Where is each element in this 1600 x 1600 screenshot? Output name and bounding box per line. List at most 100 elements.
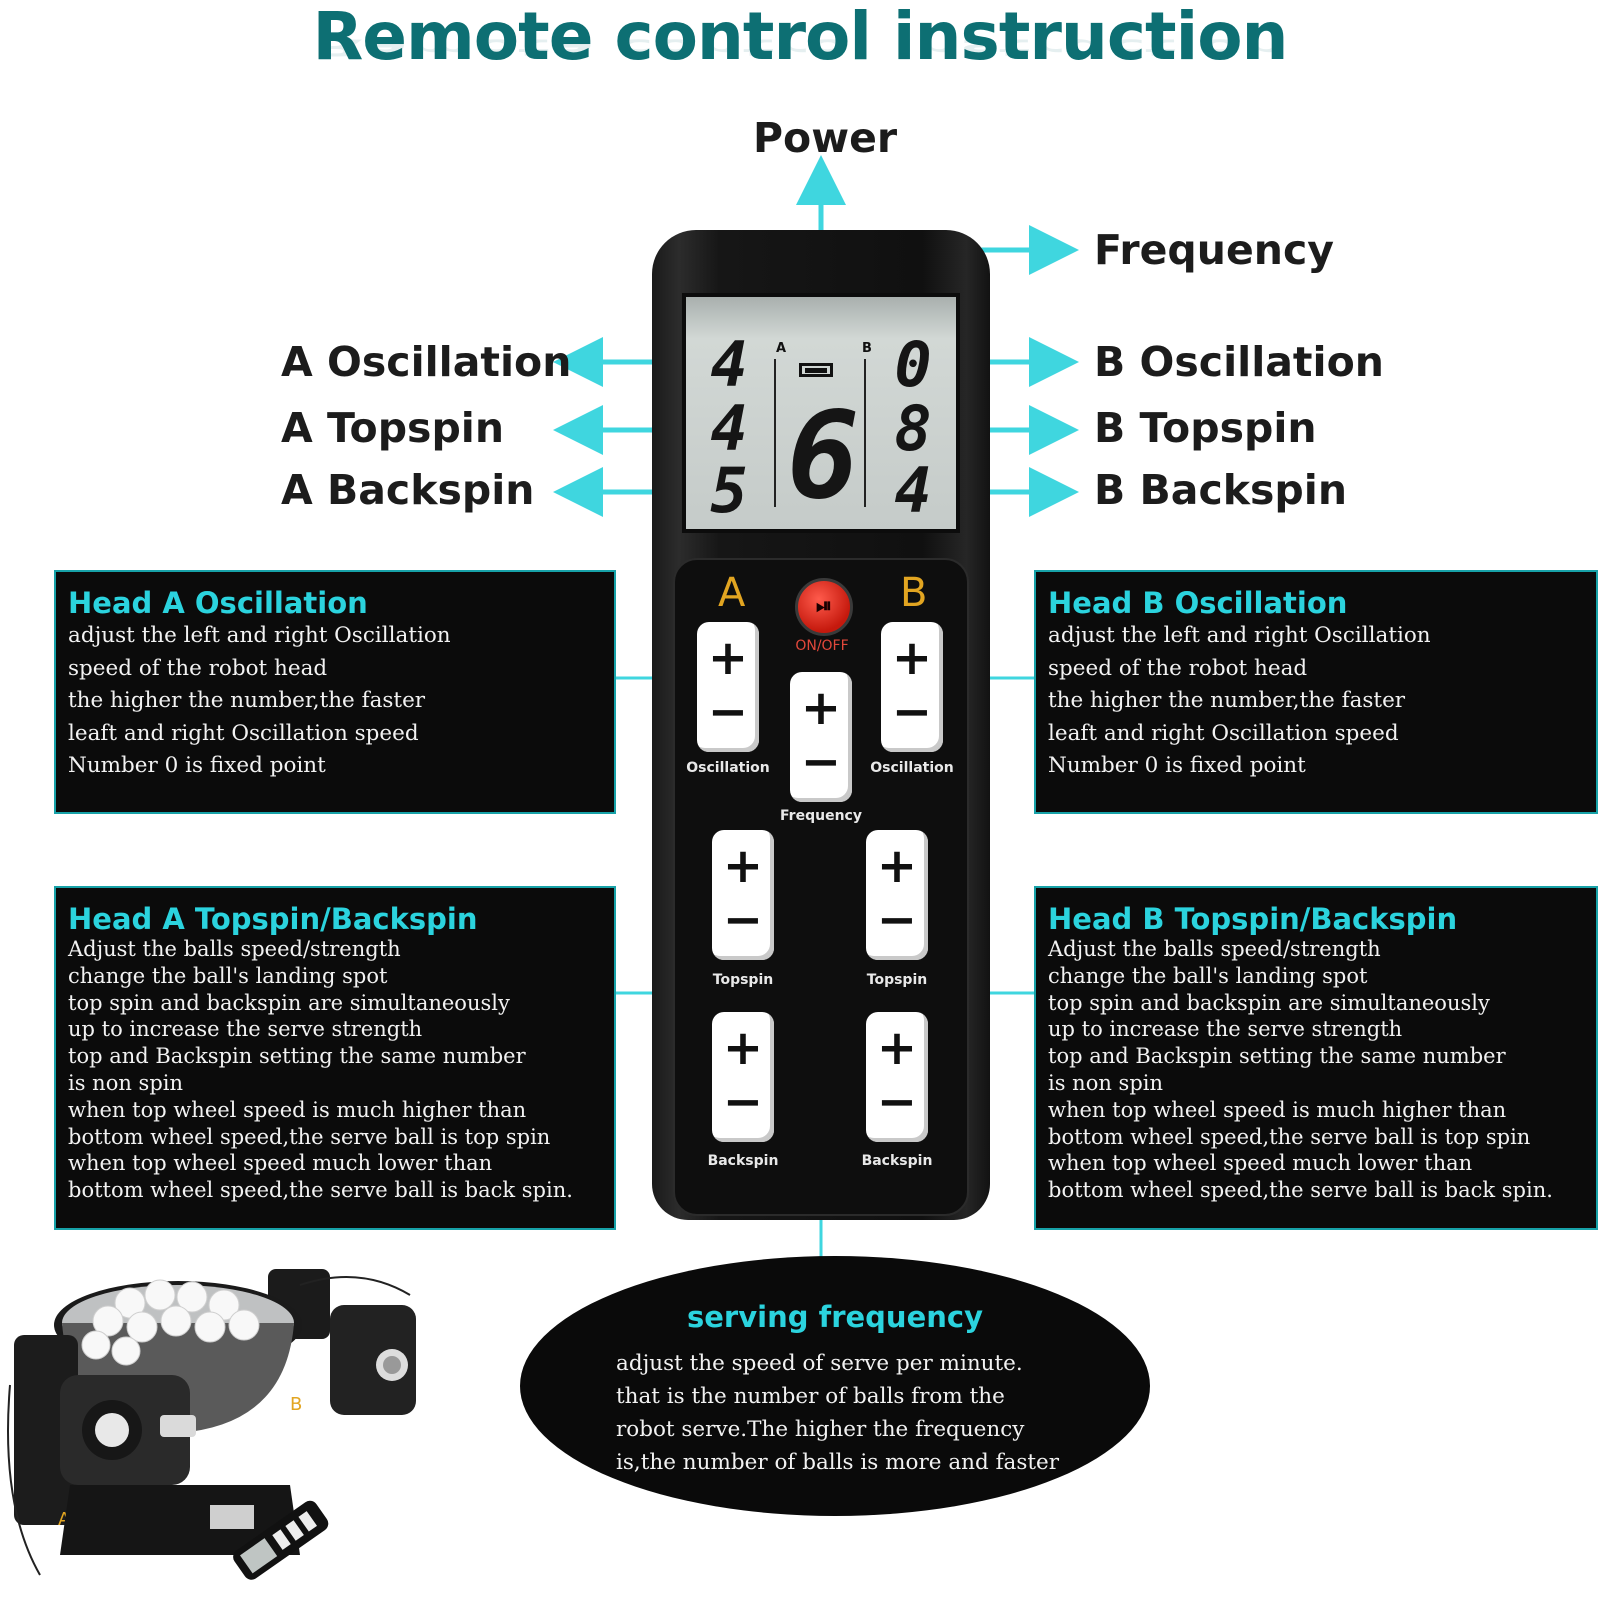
head-b-spin-line: when top wheel speed much lower than: [1048, 1151, 1473, 1176]
head-b-oscillation-line: Number 0 is fixed point: [1048, 753, 1306, 778]
frequency-minus[interactable]: −: [800, 734, 842, 790]
a-oscillation-minus[interactable]: −: [707, 684, 749, 740]
b-oscillation-key-label: Oscillation: [870, 760, 954, 776]
robot-label-b: B: [290, 1394, 302, 1415]
a-topspin-key-label: Topspin: [712, 972, 774, 988]
a-topspin-plus[interactable]: +: [722, 838, 764, 894]
b-backspin-key-label: Backspin: [861, 1153, 933, 1169]
b-topspin-plus[interactable]: +: [876, 838, 918, 894]
head-b-spin-line: top spin and backspin are simultaneously: [1048, 990, 1490, 1015]
a-oscillation-key-label: Oscillation: [686, 760, 770, 776]
serving-frequency-line: that is the number of balls from the: [616, 1384, 1005, 1409]
serving-frequency-line: is,the number of balls is more and faste…: [616, 1450, 1060, 1475]
callout-frequency: Frequency: [1094, 226, 1334, 274]
power-button[interactable]: ⏯: [795, 578, 853, 636]
lcd-divider-left: [774, 359, 776, 507]
a-oscillation-plus[interactable]: +: [707, 630, 749, 686]
lcd-a-topspin-value: 4: [710, 392, 748, 465]
serving-frequency-line: adjust the speed of serve per minute.: [616, 1351, 1023, 1376]
head-a-spin-line: top spin and backspin are simultaneously: [68, 990, 510, 1015]
b-backspin-plus[interactable]: +: [876, 1020, 918, 1076]
robot-illustration: B A: [7, 1269, 416, 1580]
head-b-oscillation-box: Head B Oscillation adjust the left and r…: [1034, 570, 1598, 814]
serving-frequency-line: robot serve.The higher the frequency: [616, 1417, 1025, 1442]
head-b-oscillation-line: adjust the left and right Oscillation: [1048, 623, 1431, 648]
head-a-oscillation-box: Head A Oscillation adjust the left and r…: [54, 570, 616, 814]
callout-power: Power: [753, 114, 898, 162]
a-topspin-minus[interactable]: −: [722, 892, 764, 948]
b-backspin-key[interactable]: + −: [866, 1012, 928, 1142]
lcd-frequency-value: 6: [786, 387, 860, 526]
head-a-spin-line: bottom wheel speed,the serve ball is bac…: [68, 1178, 573, 1203]
frequency-plus[interactable]: +: [800, 680, 842, 736]
lcd-a-backspin-value: 5: [710, 454, 748, 527]
head-b-spin-line: bottom wheel speed,the serve ball is bac…: [1048, 1178, 1553, 1203]
serving-frequency-title: serving frequency: [687, 1300, 983, 1334]
serving-frequency-ellipse: serving frequency adjust the speed of se…: [520, 1256, 1150, 1516]
a-topspin-key[interactable]: + −: [712, 830, 774, 960]
head-a-oscillation-line: Number 0 is fixed point: [68, 753, 326, 778]
b-backspin-minus[interactable]: −: [876, 1074, 918, 1130]
a-backspin-key-label: Backspin: [707, 1153, 779, 1169]
lcd-display: 4 4 5 A 6 B 0 8 4: [682, 293, 960, 533]
b-topspin-minus[interactable]: −: [876, 892, 918, 948]
head-b-oscillation-title: Head B Oscillation: [1048, 586, 1348, 620]
head-a-oscillation-line: leaft and right Oscillation speed: [68, 720, 419, 746]
head-b-spin-box: Head B Topspin/Backspin Adjust the balls…: [1034, 886, 1598, 1230]
head-a-spin-line: up to increase the serve strength: [68, 1017, 423, 1042]
head-a-spin-title: Head A Topspin/Backspin: [68, 902, 478, 936]
head-a-spin-line: when top wheel speed is much higher than: [68, 1097, 527, 1122]
head-a-spin-line: change the ball's landing spot: [68, 963, 388, 988]
head-b-oscillation-line: speed of the robot head: [1048, 655, 1308, 681]
head-b-label: B: [900, 570, 928, 616]
play-pause-icon: ⏯: [816, 593, 832, 617]
frequency-key-label: Frequency: [780, 808, 862, 824]
lcd-a-oscillation-value: 4: [710, 328, 748, 401]
head-a-spin-line: is non spin: [68, 1070, 183, 1095]
head-b-spin-line: change the ball's landing spot: [1048, 963, 1368, 988]
lcd-marker-a: A: [776, 341, 787, 356]
head-b-spin-line: up to increase the serve strength: [1048, 1017, 1403, 1042]
head-b-spin-line: is non spin: [1048, 1070, 1163, 1095]
callout-b-backspin: B Backspin: [1094, 466, 1348, 514]
head-a-label: A: [718, 570, 746, 616]
a-backspin-plus[interactable]: +: [722, 1020, 764, 1076]
head-a-spin-line: bottom wheel speed,the serve ball is top…: [68, 1124, 551, 1149]
lcd-b-backspin-value: 4: [894, 454, 932, 527]
page-title: Remote control instruction: [312, 0, 1288, 75]
head-b-spin-line: Adjust the balls speed/strength: [1048, 937, 1381, 961]
b-oscillation-key[interactable]: + −: [881, 622, 943, 752]
head-a-spin-line: Adjust the balls speed/strength: [68, 937, 401, 961]
head-a-spin-line: top and Backspin setting the same number: [68, 1044, 526, 1069]
b-topspin-key-label: Topspin: [866, 972, 928, 988]
head-b-spin-title: Head B Topspin/Backspin: [1048, 902, 1458, 936]
lcd-divider-right: [864, 359, 866, 507]
lcd-marker-b: B: [862, 341, 872, 356]
b-topspin-key[interactable]: + −: [866, 830, 928, 960]
head-b-oscillation-line: leaft and right Oscillation speed: [1048, 720, 1399, 746]
callout-a-backspin: A Backspin: [281, 466, 535, 514]
head-a-oscillation-title: Head A Oscillation: [68, 586, 368, 620]
b-oscillation-plus[interactable]: +: [891, 630, 933, 686]
head-b-oscillation-line: the higher the number,the faster: [1048, 688, 1406, 713]
onoff-label: ON/OFF: [795, 638, 849, 654]
head-a-spin-line: when top wheel speed much lower than: [68, 1151, 493, 1176]
head-a-oscillation-line: adjust the left and right Oscillation: [68, 623, 451, 648]
head-b-spin-line: when top wheel speed is much higher than: [1048, 1097, 1507, 1122]
head-a-oscillation-line: speed of the robot head: [68, 655, 328, 681]
head-b-spin-line: bottom wheel speed,the serve ball is top…: [1048, 1124, 1531, 1149]
callout-b-topspin: B Topspin: [1094, 404, 1317, 452]
battery-icon: [799, 363, 833, 377]
frequency-key[interactable]: + −: [790, 672, 852, 802]
head-a-spin-box: Head A Topspin/Backspin Adjust the balls…: [54, 886, 616, 1230]
callout-b-oscillation: B Oscillation: [1094, 338, 1384, 386]
a-backspin-key[interactable]: + −: [712, 1012, 774, 1142]
lcd-b-topspin-value: 8: [894, 392, 932, 465]
b-oscillation-minus[interactable]: −: [891, 684, 933, 740]
lcd-b-oscillation-value: 0: [894, 328, 932, 401]
callout-a-oscillation: A Oscillation: [281, 338, 572, 386]
a-backspin-minus[interactable]: −: [722, 1074, 764, 1130]
callout-a-topspin: A Topspin: [281, 404, 505, 452]
a-oscillation-key[interactable]: + −: [697, 622, 759, 752]
head-b-spin-line: top and Backspin setting the same number: [1048, 1044, 1506, 1069]
